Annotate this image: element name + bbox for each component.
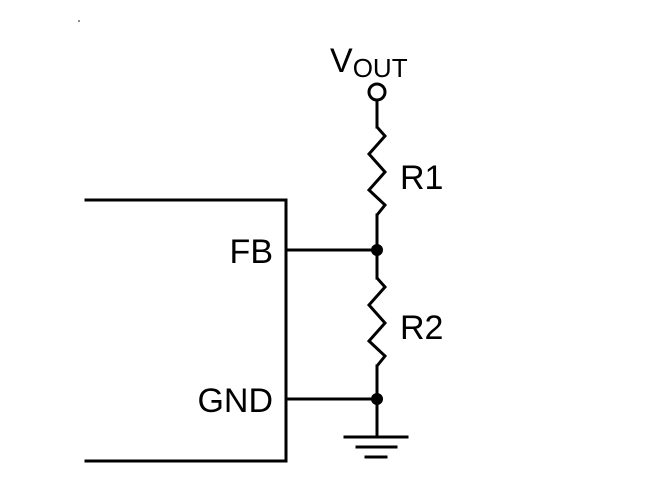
gnd-junction-dot	[371, 393, 383, 405]
stray-dot	[78, 20, 80, 22]
ic-block-outline	[84, 198, 288, 463]
vout-label-subscript: OUT	[353, 53, 408, 83]
vout-terminal[interactable]	[367, 82, 387, 102]
r2-resistor[interactable]	[366, 277, 388, 367]
ground-symbol-icon	[343, 435, 409, 459]
fb-pin-label: FB	[230, 233, 273, 271]
r1-resistor[interactable]	[366, 126, 388, 216]
vout-label-main: V	[330, 42, 353, 80]
r2-label: R2	[400, 309, 443, 347]
r1-label: R1	[400, 159, 443, 197]
gnd-pin-label: GND	[197, 382, 273, 420]
vout-label: VOUT	[330, 42, 408, 83]
